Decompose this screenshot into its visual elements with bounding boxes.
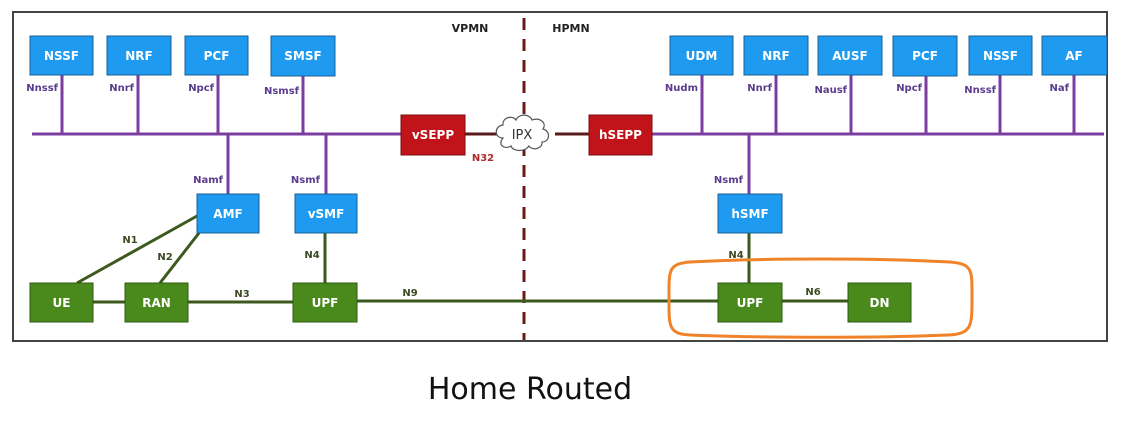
naf-interface-label: Naf [1050, 83, 1070, 94]
n4-visited-interface-label: N4 [304, 250, 319, 261]
home-npcf-interface-label: Npcf [896, 83, 922, 94]
vsepp-node[interactable]: vSEPP [400, 114, 466, 156]
home-nssf-box [968, 35, 1033, 76]
n1-interface-label: N1 [122, 235, 137, 246]
vsepp-box [400, 114, 466, 156]
vsmf-node[interactable]: vSMF [294, 193, 358, 234]
home-nf-af[interactable]: AF Naf [1041, 35, 1108, 134]
hsepp-box [588, 114, 653, 156]
ipx-label: IPX [512, 128, 533, 143]
ausf-box [817, 35, 883, 76]
home-nf-pcf[interactable]: PCF Npcf [892, 35, 958, 134]
home-nf-nrf[interactable]: NRF Nnrf [743, 35, 809, 134]
visited-upf-label: UPF [312, 296, 339, 310]
nnssf-interface-label: Nnssf [26, 83, 58, 94]
n4-home-interface-label: N4 [728, 250, 743, 261]
pcf-box [184, 35, 249, 76]
af-label: AF [1065, 49, 1082, 63]
ran-box [124, 282, 189, 323]
dn-node[interactable]: DN [847, 282, 912, 323]
home-nnrf-interface-label: Nnrf [747, 83, 772, 94]
dn-box [847, 282, 912, 323]
vsmf-box [294, 193, 358, 234]
smsf-label: SMSF [284, 49, 321, 63]
n9-interface-label: N9 [402, 288, 417, 299]
ue-node[interactable]: UE [29, 282, 94, 323]
home-upf-label: UPF [737, 296, 764, 310]
pcf-label: PCF [204, 49, 230, 63]
visited-upf-box [292, 282, 358, 323]
home-nf-ausf[interactable]: AUSF Nausf [814, 35, 883, 134]
ausf-label: AUSF [832, 49, 868, 63]
visited-nsmf-interface-label: Nsmf [291, 175, 321, 186]
nssf-label: NSSF [44, 49, 79, 63]
home-nssf-label: NSSF [983, 49, 1018, 63]
visited-upf-node[interactable]: UPF [292, 282, 358, 323]
vsepp-label: vSEPP [412, 128, 454, 142]
vpmn-label: VPMN [452, 22, 489, 35]
visited-nf-smsf[interactable]: SMSF Nsmsf [264, 35, 336, 134]
udm-box [669, 35, 734, 76]
ue-label: UE [53, 296, 71, 310]
nnrf-interface-label: Nnrf [109, 83, 134, 94]
home-pcf-box [892, 35, 958, 77]
nausf-interface-label: Nausf [814, 85, 847, 96]
amf-node[interactable]: AMF [196, 193, 260, 234]
n2-link [158, 232, 201, 284]
hsmf-label: hSMF [731, 207, 768, 221]
vsmf-label: vSMF [308, 207, 345, 221]
home-nf-udm[interactable]: UDM Nudm [665, 35, 734, 134]
n1-link [76, 214, 198, 285]
home-upf-node[interactable]: UPF [717, 282, 783, 323]
hsmf-node[interactable]: hSMF [717, 193, 783, 234]
home-nrf-box [743, 35, 809, 76]
nsmsf-interface-label: Nsmsf [264, 86, 300, 97]
home-upf-box [717, 282, 783, 323]
home-nsmf-interface-label: Nsmf [714, 175, 744, 186]
udm-label: UDM [686, 49, 718, 63]
ran-label: RAN [142, 296, 171, 310]
ipx-cloud-icon [495, 114, 550, 152]
nudm-interface-label: Nudm [665, 83, 698, 94]
hsmf-box [717, 193, 783, 234]
ue-box [29, 282, 94, 323]
smsf-box [270, 35, 336, 77]
ran-node[interactable]: RAN [124, 282, 189, 323]
home-nnssf-interface-label: Nnssf [964, 85, 996, 96]
hpmn-label: HPMN [552, 22, 589, 35]
dn-label: DN [869, 296, 889, 310]
npcf-interface-label: Npcf [188, 83, 214, 94]
amf-label: AMF [213, 207, 242, 221]
n2-interface-label: N2 [157, 252, 172, 263]
namf-interface-label: Namf [193, 175, 224, 186]
diagram-caption: Home Routed [427, 372, 633, 407]
home-routed-architecture-diagram: VPMN HPMN NSSF Nnssf NRF Nnrf PCF Npcf S… [12, 11, 1108, 342]
amf-box [196, 193, 260, 234]
n3-interface-label: N3 [234, 289, 249, 300]
nrf-label: NRF [125, 49, 152, 63]
home-routing-highlight [667, 257, 974, 339]
home-pcf-label: PCF [912, 49, 938, 63]
hsepp-node[interactable]: hSEPP [588, 114, 653, 156]
visited-nf-nssf[interactable]: NSSF Nnssf [26, 35, 94, 134]
nssf-box [29, 35, 94, 76]
visited-nf-nrf[interactable]: NRF Nnrf [106, 35, 172, 134]
n32-interface-label: N32 [472, 153, 494, 164]
af-box [1041, 35, 1108, 76]
nrf-box [106, 35, 172, 76]
ipx-cloud[interactable]: IPX [495, 114, 550, 152]
hsepp-label: hSEPP [599, 128, 642, 142]
home-nrf-label: NRF [762, 49, 789, 63]
home-nf-nssf[interactable]: NSSF Nnssf [964, 35, 1033, 134]
n6-interface-label: N6 [805, 287, 820, 298]
visited-nf-pcf[interactable]: PCF Npcf [184, 35, 249, 134]
